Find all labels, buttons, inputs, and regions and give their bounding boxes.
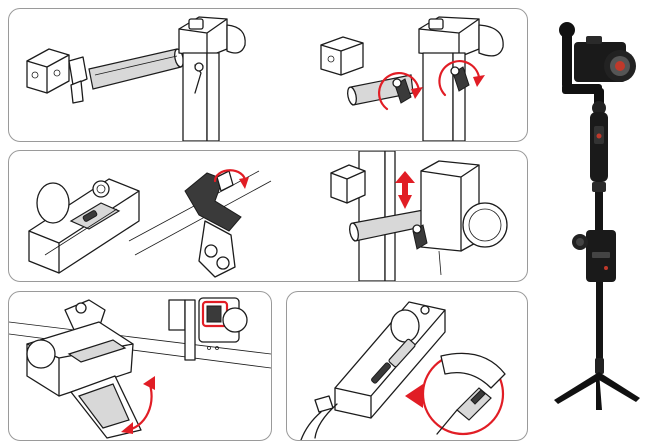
- clockwise-rotate-arrow-icon: [438, 60, 485, 97]
- pointer-triangle-icon: [405, 384, 423, 408]
- camera: [574, 36, 636, 82]
- clamp-mounted: [320, 16, 504, 141]
- extension-rod: [88, 48, 184, 90]
- clockwise-rotate-arrow-icon: [213, 169, 249, 189]
- motion-controller: [28, 178, 140, 274]
- controller-clamp: [184, 170, 242, 278]
- hand-grip-illustration: [9, 297, 271, 439]
- pole-with-focus-motor: [330, 151, 508, 281]
- pole-mount: [178, 16, 246, 141]
- gimbal-product-image: [540, 8, 644, 440]
- mounted-controller: [572, 230, 616, 282]
- up-arrow-icon: [395, 171, 415, 209]
- gimbal-handle: [590, 112, 608, 192]
- clockwise-rotate-arrow-icon: [378, 71, 423, 111]
- clamp-detail: [168, 297, 248, 361]
- instruction-panel-hand-grip: [8, 291, 272, 441]
- gimbal-arms: [559, 22, 606, 115]
- grip-controller: [26, 299, 142, 439]
- connector-zoom: [421, 352, 506, 436]
- instruction-panel-controller-mount: [8, 150, 528, 282]
- cable: [300, 395, 338, 440]
- monopod-upper: [595, 192, 603, 232]
- monopod-lower: [596, 282, 603, 362]
- clamp-rod-illustration: [26, 16, 504, 141]
- instruction-panel-remote-cable: [286, 291, 528, 441]
- controller-mount-illustration: [28, 151, 508, 281]
- remote-control: [334, 301, 446, 419]
- tripod-base: [554, 358, 640, 410]
- remote-cable-illustration: [300, 301, 506, 440]
- clockwise-rotate-arrow-icon: [121, 376, 155, 434]
- gimbal-monopod-illustration: [554, 22, 640, 410]
- instruction-panel-clamp-rod: [8, 8, 528, 142]
- clamp-part: [26, 48, 88, 104]
